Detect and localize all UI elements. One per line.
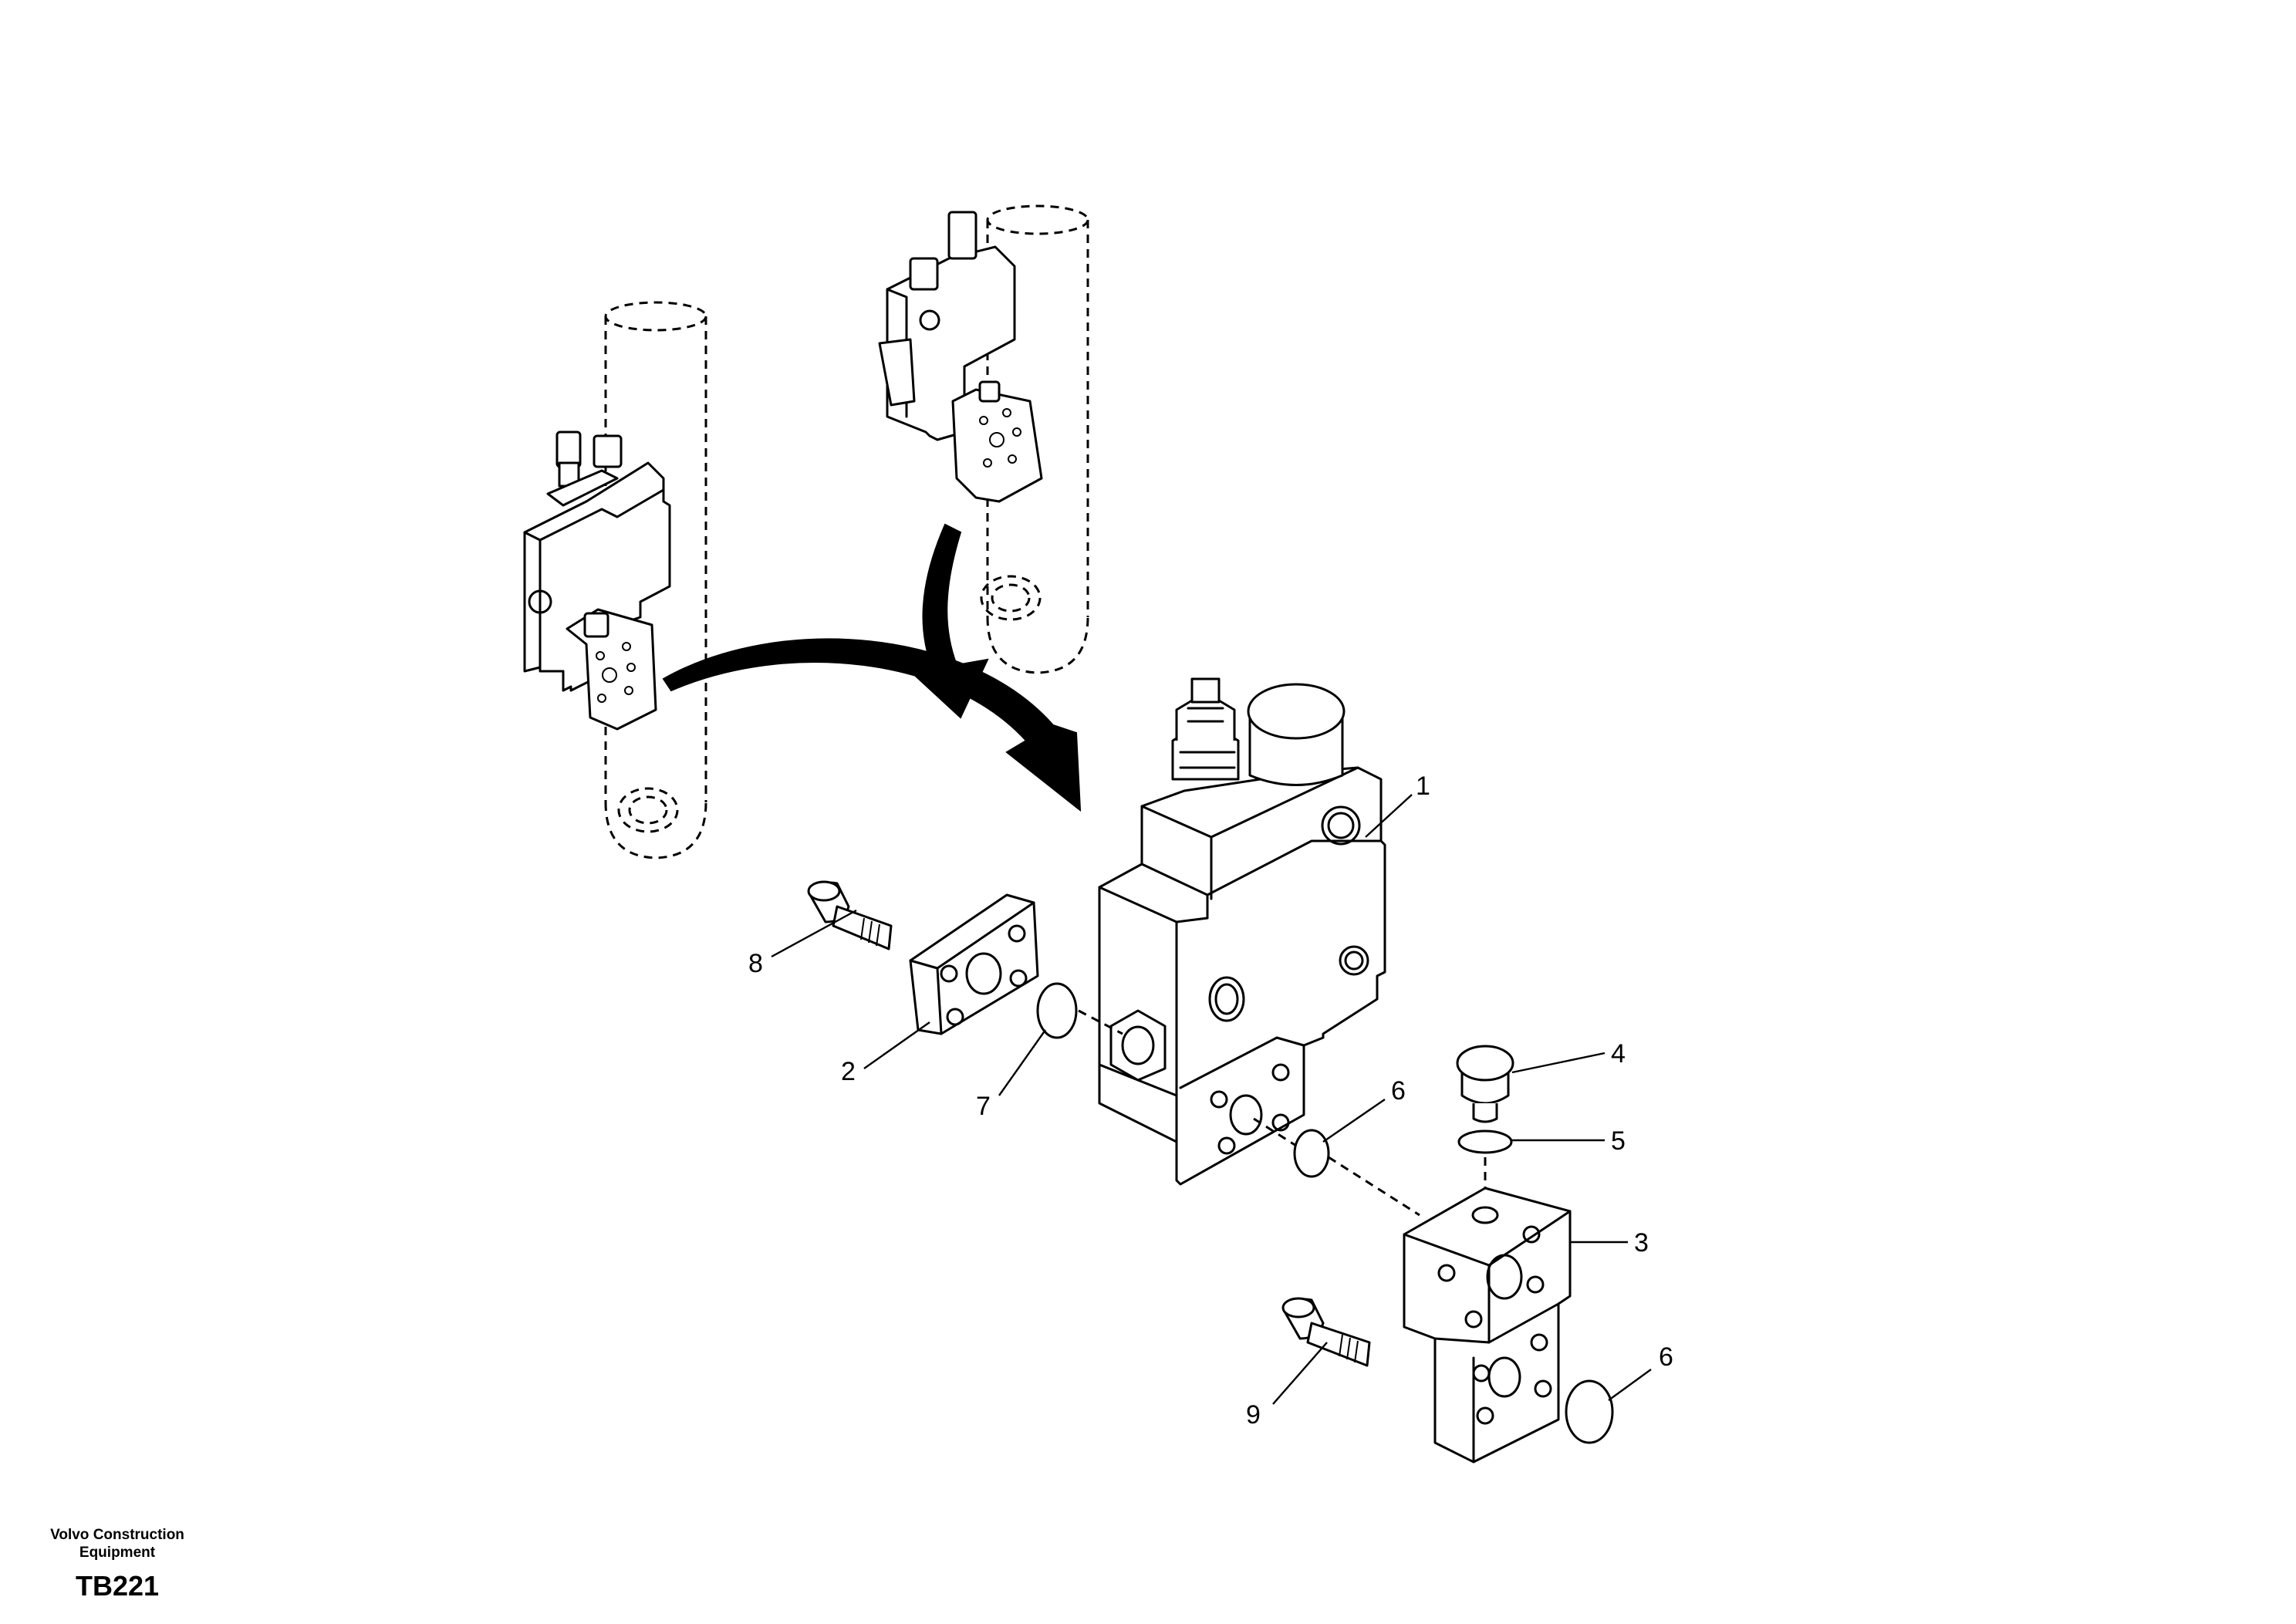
part-6-o-ring-bottom bbox=[1565, 1379, 1614, 1444]
part-9-bolt bbox=[1281, 1297, 1371, 1367]
part-3-adapter-block bbox=[1403, 1187, 1572, 1464]
part-7-o-ring bbox=[1036, 982, 1123, 1039]
callout-9: 9 bbox=[1246, 1400, 1261, 1430]
callout-4: 4 bbox=[1611, 1039, 1626, 1069]
leader-lines bbox=[771, 794, 1652, 1405]
part-4-plug bbox=[1456, 1045, 1514, 1123]
part-5-o-ring bbox=[1457, 1129, 1513, 1204]
part-2-flange bbox=[909, 893, 1039, 1035]
callout-5: 5 bbox=[1611, 1126, 1626, 1156]
callout-8: 8 bbox=[748, 949, 763, 978]
valve-on-left-cylinder bbox=[523, 430, 671, 731]
drawing-code: TB221 bbox=[76, 1570, 159, 1602]
part-1-valve-block bbox=[1098, 677, 1386, 1186]
callout-2: 2 bbox=[841, 1057, 856, 1086]
callout-7: 7 bbox=[976, 1092, 991, 1121]
callout-6-bottom: 6 bbox=[1659, 1342, 1673, 1372]
arrow-from-right-valve bbox=[908, 523, 989, 719]
valve-on-right-cylinder bbox=[878, 211, 1043, 503]
callout-1: 1 bbox=[1416, 771, 1430, 801]
callout-3: 3 bbox=[1634, 1228, 1649, 1258]
part-8-bolt bbox=[807, 880, 893, 950]
brand-line-2: Equipment bbox=[79, 1545, 156, 1561]
callout-6-middle: 6 bbox=[1391, 1076, 1406, 1106]
callout-labels: 1 2 3 4 5 6 6 7 8 9 bbox=[748, 771, 1673, 1430]
part-6-o-ring-middle bbox=[1253, 1117, 1420, 1217]
arrow-from-left-valve bbox=[662, 638, 1082, 812]
brand-line-1: Volvo Construction bbox=[50, 1527, 184, 1543]
footer: Volvo Construction Equipment TB221 bbox=[50, 1527, 184, 1602]
